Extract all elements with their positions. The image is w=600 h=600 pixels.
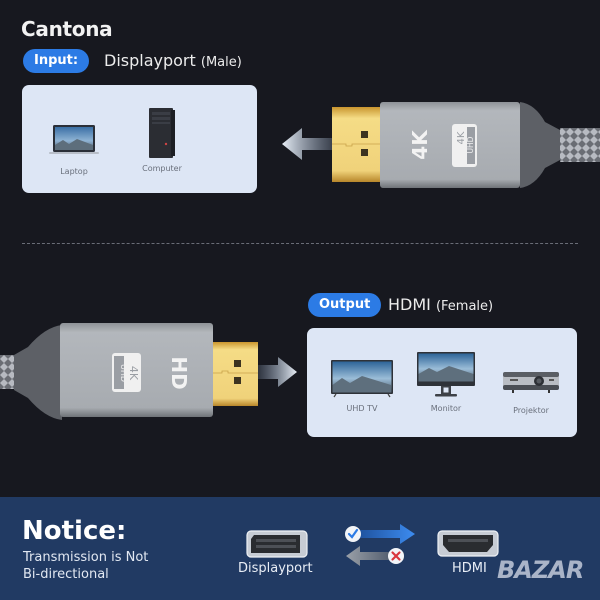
input-title-main: Displayport bbox=[104, 51, 196, 70]
section-divider bbox=[22, 243, 578, 244]
watermark-logo: BAZAR bbox=[497, 556, 584, 584]
laptop-icon bbox=[49, 125, 99, 154]
uhd-badge-bottom: UHD bbox=[466, 136, 475, 153]
device-uhd-tv: UHD TV bbox=[330, 358, 394, 413]
displayport-port-icon bbox=[246, 530, 308, 558]
notice-hdmi-label: HDMI bbox=[452, 561, 487, 576]
monitor-icon bbox=[417, 352, 475, 397]
notice-displayport-label: Displayport bbox=[238, 561, 313, 576]
output-badge: Output bbox=[308, 293, 382, 317]
tv-icon bbox=[331, 360, 393, 398]
transmission-direction-icon bbox=[345, 524, 415, 566]
device-label: Laptop bbox=[60, 167, 88, 176]
input-devices-panel: Laptop Computer bbox=[22, 85, 257, 193]
hdmi-port-icon bbox=[437, 530, 499, 557]
backward-arrow-icon bbox=[346, 546, 404, 566]
brand-title: Cantona bbox=[21, 17, 113, 41]
input-badge: Input: bbox=[23, 49, 90, 73]
forward-arrow-icon bbox=[356, 524, 415, 544]
output-title-main: HDMI bbox=[388, 295, 431, 314]
displayport-cable-graphic: 4K 4K UHD bbox=[282, 102, 600, 188]
device-label: UHD TV bbox=[346, 404, 378, 413]
projector-icon bbox=[503, 372, 559, 393]
dp-plug bbox=[332, 107, 380, 182]
device-monitor: Monitor bbox=[415, 350, 477, 413]
dp-housing bbox=[380, 102, 520, 188]
notice-line-1: Transmission is Not bbox=[23, 550, 149, 565]
uhd-badge-top: 4K bbox=[456, 131, 467, 144]
right-arrow-icon bbox=[258, 357, 297, 387]
device-label: Monitor bbox=[430, 404, 462, 413]
4k-logo-text: 4K bbox=[408, 129, 432, 160]
input-title: Displayport (Male) bbox=[104, 51, 242, 70]
notice-line-2: Bi-directional bbox=[23, 567, 109, 582]
braided-cable bbox=[560, 128, 600, 162]
device-laptop: Laptop bbox=[49, 123, 99, 176]
uhd-badge-bottom: UHD bbox=[119, 364, 128, 382]
output-devices-panel: UHD TV Monitor Projektor bbox=[307, 328, 577, 437]
output-title: HDMI (Female) bbox=[388, 295, 493, 314]
device-projector: Projektor bbox=[500, 368, 562, 415]
hdmi-cable-graphic: UHD 4K HD bbox=[0, 323, 297, 420]
device-computer: Computer bbox=[133, 106, 191, 173]
left-arrow-icon bbox=[282, 128, 338, 160]
device-label: Computer bbox=[142, 164, 182, 173]
hdmi-plug bbox=[213, 342, 258, 406]
input-title-sub: (Male) bbox=[200, 55, 242, 70]
uhd-badge-top: 4K bbox=[127, 366, 140, 381]
notice-title: Notice: bbox=[22, 516, 127, 546]
computer-icon bbox=[149, 108, 175, 158]
output-title-sub: (Female) bbox=[435, 299, 494, 314]
device-label: Projektor bbox=[513, 406, 549, 415]
hd-logo-text: HD bbox=[167, 356, 191, 389]
